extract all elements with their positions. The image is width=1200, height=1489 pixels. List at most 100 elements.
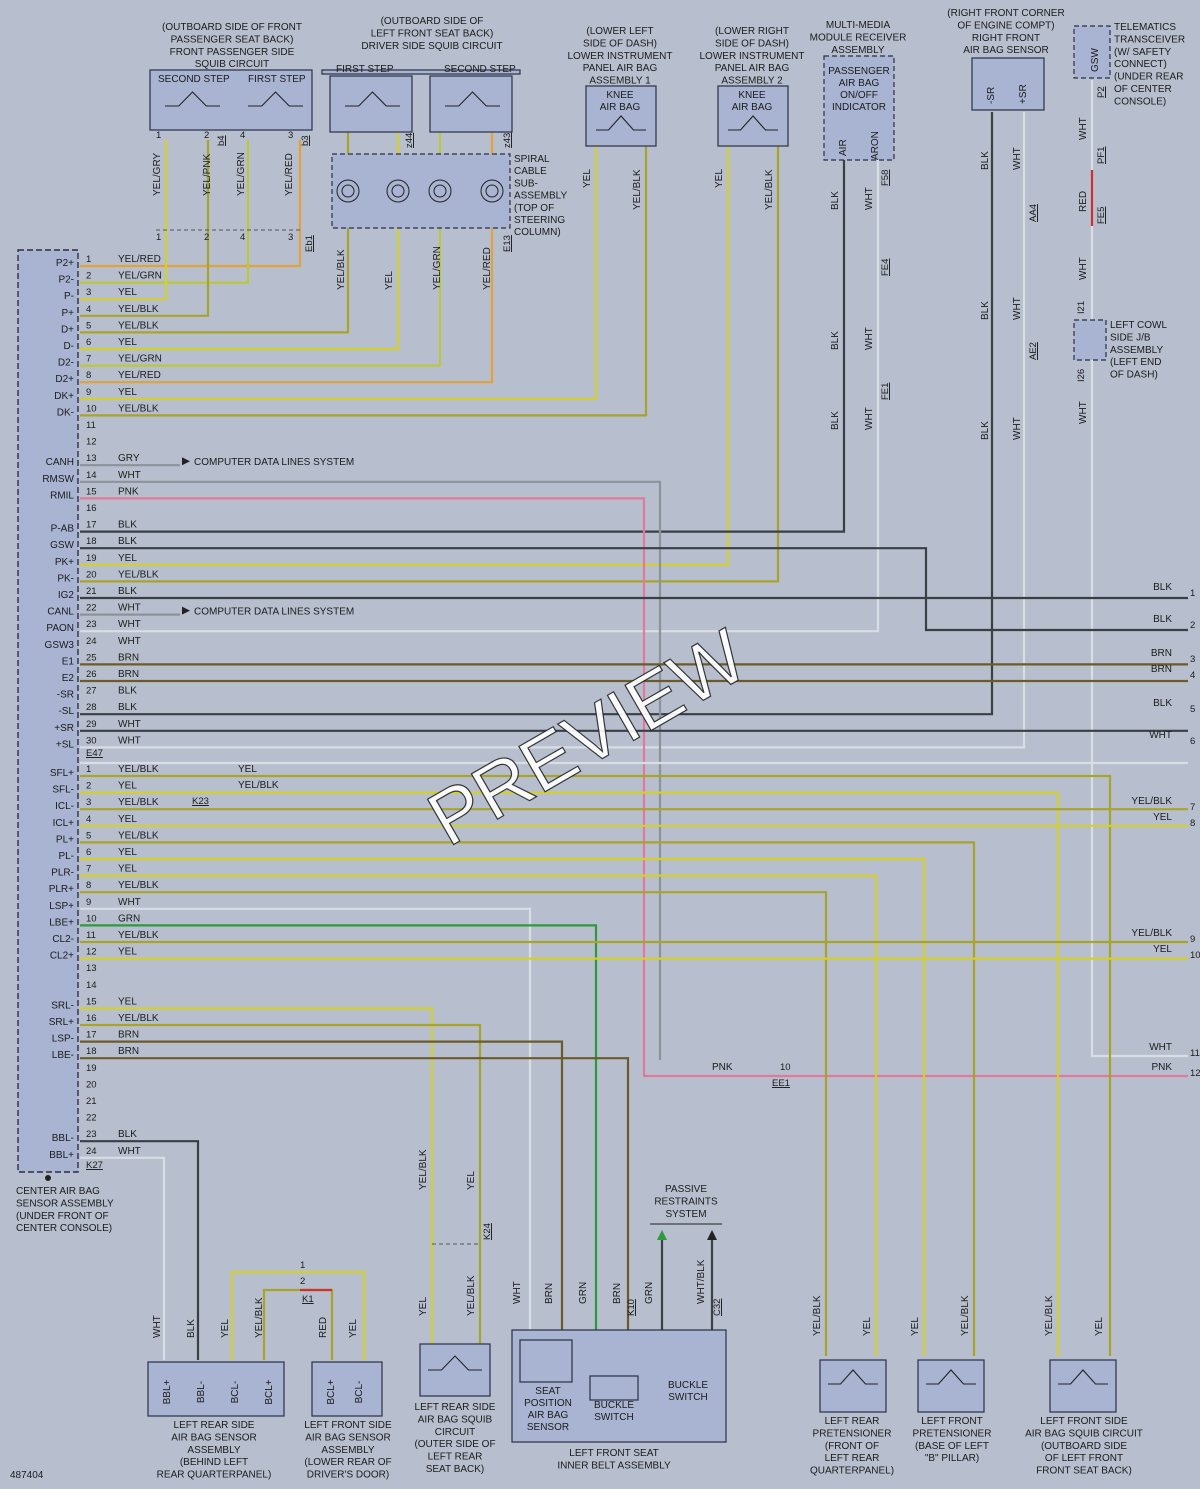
right-edge-wire: BRN [1151, 648, 1172, 659]
connector-eb1: Eb1 [304, 235, 315, 252]
sensor-pin: BCL+ [326, 1379, 337, 1404]
k23-wire [80, 1040, 564, 1356]
left-front-squib-caption: OF LEFT FRONT [1045, 1453, 1123, 1464]
k23-wire [80, 874, 878, 1356]
front-passenger-squib-caption: PASSENGER SEAT BACK) [171, 34, 294, 45]
right-edge-wire: BRN [1151, 664, 1172, 675]
spiral-cable-caption: STEERING [514, 215, 565, 226]
pin-aron: ARON [870, 131, 881, 160]
knee-airbag-caption: SIDE OF DASH) [583, 38, 657, 49]
seat-position-label: SENSOR [527, 1422, 569, 1433]
pin-name-PLR+: PLR+ [49, 884, 74, 895]
pretensioner [819, 1359, 887, 1413]
center-sensor-caption: SENSOR ASSEMBLY [16, 1198, 114, 1209]
wire-color-label: WHT [1078, 117, 1089, 140]
k23-wire [80, 791, 1060, 1356]
k23-wire [80, 1007, 434, 1356]
k23-wire [80, 891, 828, 1356]
spiral-cable [331, 153, 511, 229]
cowl-jb-caption: SIDE J/B [1110, 332, 1151, 343]
arrow-up [707, 1230, 717, 1240]
wire-color-label: RED [1078, 191, 1089, 212]
rmil-wire [80, 497, 1188, 1078]
wire-color-label: WHT [1078, 401, 1089, 424]
right-edge-number: 5 [1190, 704, 1195, 715]
center-sensor-caption: (UNDER FRONT OF [16, 1211, 109, 1222]
wire-color-label: YEL [118, 387, 137, 398]
wire-color-label: YEL [466, 1171, 477, 1190]
wire-color-label: BLK [980, 151, 991, 170]
right-edge-wire: YEL [1153, 944, 1172, 955]
connector-k24: K24 [482, 1223, 493, 1240]
pin-name-SRL-: SRL- [51, 1000, 74, 1011]
wire-color-label: BRN [118, 1030, 139, 1041]
pin-name-D-: D- [63, 341, 74, 352]
left-front-sensor-caption: DRIVER'S DOOR) [307, 1470, 389, 1481]
squib-symbol [596, 115, 646, 131]
wire-color-label: WHT/BLK [696, 1259, 707, 1304]
left-rear-side-sensor [147, 1361, 285, 1417]
multimedia-module-caption: ASSEMBLY [831, 45, 884, 56]
wire-color-label: RED [318, 1317, 329, 1338]
pin-name-SFL-: SFL- [52, 785, 74, 796]
wire-color-label: YEL/RED [482, 247, 493, 290]
passive-restraints-caption: RESTRAINTS [654, 1196, 718, 1207]
wire-color-label: YEL [714, 169, 725, 188]
spiral-coil [480, 179, 504, 203]
pin-number: 27 [86, 686, 97, 697]
right-front-air-bag-sensor [971, 57, 1045, 111]
connector-k23: K23 [192, 796, 209, 807]
pin-number: 11 [86, 930, 96, 941]
front-passenger-squib-caption: SQUIB CIRCUIT [195, 59, 269, 70]
squib-wire [80, 140, 302, 268]
right-edge-number: 3 [1190, 654, 1195, 665]
bcl-plus-wire [262, 1288, 334, 1360]
wire-color-label: WHT [512, 1281, 523, 1304]
wire-color-label: BRN [612, 1283, 623, 1304]
second-step-label: SECOND STEP [158, 74, 230, 85]
wire-color-label: YEL/BLK [812, 1295, 823, 1336]
wire-color-label: WHT [118, 619, 141, 630]
wire-color-label: YEL/BLK [254, 1297, 265, 1338]
pin-number: 2 [204, 232, 209, 243]
wire-color-label: BLK [118, 586, 137, 597]
sensor-sr-minus-wire [80, 112, 994, 716]
wire-color-label: YEL [118, 996, 137, 1007]
wire-color-label: YEL/BLK [118, 830, 159, 841]
pin-name-E1: E1 [62, 656, 75, 667]
left-rear-squib-caption: CIRCUIT [435, 1427, 476, 1438]
wire-color-label: YEL [118, 287, 137, 298]
telematics-wire-lower [1090, 226, 1188, 1058]
wire-color-label: GRN [644, 1282, 655, 1304]
telematics-caption: CONNECT) [1114, 59, 1167, 70]
right-edge-number: 7 [1190, 802, 1195, 813]
pin-name-SFL+: SFL+ [50, 768, 74, 779]
squib-symbol [248, 91, 303, 107]
pin-name-LSP-: LSP- [52, 1034, 74, 1045]
pin-name-SRL+: SRL+ [49, 1017, 74, 1028]
second-step-label: SECOND STEP [444, 64, 516, 75]
pin-number: 29 [86, 719, 97, 730]
buckle-switch-label: SWITCH [668, 1392, 707, 1403]
telematics-caption: CONSOLE) [1114, 96, 1166, 107]
left-rear-squib-caption: SEAT BACK) [426, 1464, 485, 1475]
spiral-coil [433, 184, 447, 198]
pin-name-+SR: +SR [54, 723, 74, 734]
connector-k1: K1 [302, 1294, 314, 1305]
pin-number: 2 [204, 130, 209, 141]
right-edge-number: 2 [1190, 620, 1195, 631]
left-rear-sensor-caption: ASSEMBLY [187, 1445, 240, 1456]
wire-color-label: YEL [118, 814, 137, 825]
left-rear-sensor-caption: LEFT REAR SIDE [174, 1420, 255, 1431]
left-front-side-sensor [311, 1361, 383, 1417]
ground-dot [45, 1175, 51, 1181]
pin-number: 24 [86, 636, 97, 647]
pin-number: 17 [86, 520, 97, 531]
wire-color-label: YEL/RED [118, 254, 161, 265]
wire-color-label: YEL/BLK [118, 930, 159, 941]
wire-color-label: BLK [118, 536, 137, 547]
pin-name-PL+: PL+ [56, 834, 74, 845]
connector-fe4: FE4 [880, 259, 891, 276]
left-rear-squib-caption: AIR BAG SQUIB [418, 1414, 493, 1425]
